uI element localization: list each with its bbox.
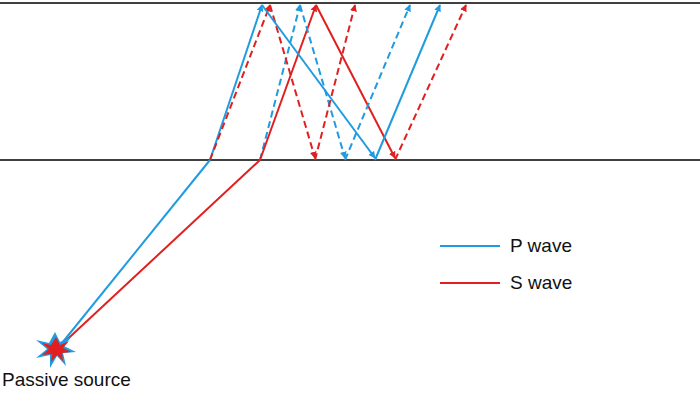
source-label: Passive source	[2, 370, 131, 391]
legend-lines	[440, 246, 500, 283]
legend-text: P wave	[510, 236, 572, 257]
layer-boundaries	[0, 3, 700, 160]
reflected-rays	[210, 5, 466, 160]
source-burst	[36, 332, 76, 368]
incident-rays	[58, 160, 260, 348]
legend-text: S wave	[510, 273, 572, 294]
